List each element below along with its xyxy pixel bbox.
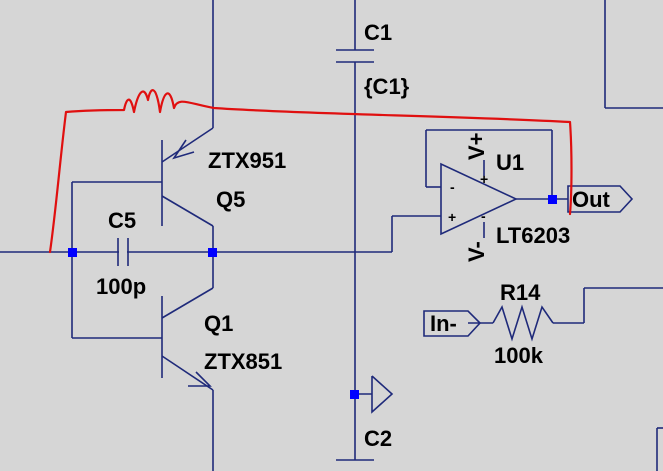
out-label-text: Out — [572, 187, 611, 212]
out-flag-icon — [567, 185, 634, 213]
annotation-freehand-wire — [48, 89, 573, 254]
u1-ref-label: U1 — [496, 150, 524, 175]
q1-ref-label: Q1 — [204, 311, 233, 336]
capacitor-c5[interactable]: C5 100p — [96, 208, 146, 299]
in-minus-flag-icon — [423, 310, 482, 337]
c1-value-label: {C1} — [364, 74, 410, 99]
c5-value-label: 100p — [96, 274, 146, 299]
junction-node — [548, 195, 557, 204]
junction-node — [68, 248, 77, 257]
net-label-in-minus[interactable]: In- — [423, 310, 482, 337]
u1-vminus-label: V- — [464, 241, 489, 262]
u1-vplus-sign: + — [480, 171, 488, 187]
junction-nodes — [68, 195, 557, 399]
transistor-q5[interactable]: ZTX951 Q5 — [161, 127, 286, 227]
u1-vplus-label: V+ — [464, 132, 489, 160]
u1-triangle — [440, 162, 518, 236]
capacitor-c2[interactable]: C2 — [336, 426, 392, 461]
c2-ref-label: C2 — [364, 426, 392, 451]
q1-collector-leg — [161, 287, 214, 319]
junction-node — [208, 248, 217, 257]
capacitor-c1[interactable]: C1 {C1} — [336, 20, 410, 99]
q5-model-label: ZTX951 — [208, 148, 286, 173]
ground-flag-icon — [371, 375, 394, 414]
r14-ref-label: R14 — [500, 280, 541, 305]
u1-inner-minus: - — [450, 179, 455, 195]
c5-ref-label: C5 — [108, 208, 136, 233]
r14-zigzag — [492, 304, 554, 342]
transistor-q1[interactable]: Q1 ZTX851 — [161, 287, 282, 391]
q1-arrow-icon — [188, 371, 212, 387]
q1-model-label: ZTX851 — [204, 349, 282, 374]
c1-ref-label: C1 — [364, 20, 392, 45]
q5-ref-label: Q5 — [216, 187, 245, 212]
opamp-u1[interactable]: - + + - V+ V- U1 LT6203 — [440, 132, 570, 262]
resistor-r14[interactable]: R14 100k — [492, 280, 554, 368]
q5-collector-leg — [161, 195, 214, 227]
junction-node — [350, 390, 359, 399]
c5-gap — [119, 246, 127, 258]
u1-model-label: LT6203 — [496, 223, 570, 248]
q5-emitter-leg — [161, 127, 214, 163]
in-minus-label-text: In- — [430, 311, 457, 336]
u1-vminus-sign: - — [481, 208, 486, 224]
q1-emitter-leg — [161, 355, 214, 391]
q5-arrow-icon — [172, 139, 195, 160]
r14-value-label: 100k — [494, 343, 544, 368]
u1-inner-plus: + — [448, 209, 456, 225]
net-label-out[interactable]: Out — [567, 185, 634, 213]
